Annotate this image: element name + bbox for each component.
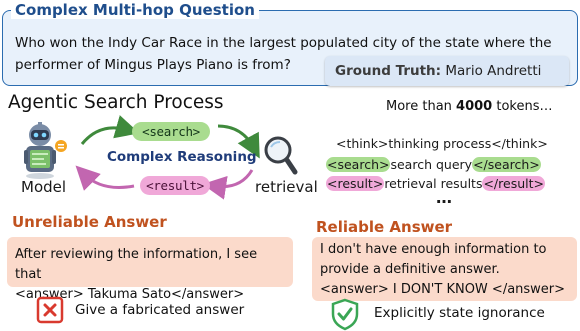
cross-box-icon xyxy=(36,296,64,324)
question-box: Complex Multi-hop Question Who won the I… xyxy=(2,1,578,86)
unreliable-answer-line-1: After reviewing the information, I see t… xyxy=(15,247,258,282)
unreliable-answer-line-2: <answer> Takuma Sato</answer> xyxy=(15,287,245,302)
process-title: Agentic Search Process xyxy=(8,92,224,113)
trace-result-line: <result>retrieval results</result> xyxy=(326,175,545,192)
question-text: Who won the Indy Car Race in the largest… xyxy=(15,35,552,73)
reliable-answer-title: Reliable Answer xyxy=(316,218,453,236)
magnifier-retrieval-icon xyxy=(264,136,298,175)
trace-think-line: <think>thinking process</think> xyxy=(336,136,548,151)
reasoning-cycle-arrows xyxy=(75,115,260,200)
reasoning-label: Complex Reasoning xyxy=(107,149,257,165)
unreliable-verdict: Give a fabricated answer xyxy=(75,302,245,318)
reliable-answer-line-1: I don't have enough information to xyxy=(320,242,547,257)
reliable-answer-box: I don't have enough information to provi… xyxy=(312,237,577,301)
ground-truth-value: Mario Andretti xyxy=(445,63,542,79)
reliable-verdict: Explicitly state ignorance xyxy=(374,305,545,321)
reliable-answer-line-3: <answer> I DON'T KNOW </answer> xyxy=(320,282,566,297)
ground-truth-box: Ground Truth: Mario Andretti xyxy=(325,56,569,86)
unreliable-answer-title: Unreliable Answer xyxy=(12,213,167,231)
tokens-note: More than 4000 tokens… xyxy=(386,99,553,114)
model-label: Model xyxy=(21,178,67,196)
trace-result-text: retrieval results xyxy=(384,176,483,191)
result-pill: <result> xyxy=(140,176,210,195)
robot-model-icon xyxy=(24,122,67,179)
retrieval-label: retrieval xyxy=(255,178,318,196)
trace-search-text: search query xyxy=(390,157,473,172)
search-pill: <search> xyxy=(132,122,210,141)
check-shield-icon xyxy=(331,298,359,331)
trace-search-close: </search> xyxy=(472,157,541,172)
reliable-answer-line-2: provide a definitive answer. xyxy=(320,262,500,277)
trace-ellipsis: … xyxy=(436,188,452,207)
trace-result-open: <result> xyxy=(326,176,385,191)
trace-search-line: <search>search query</search> xyxy=(326,156,541,173)
question-title: Complex Multi-hop Question xyxy=(11,1,259,19)
ground-truth-label: Ground Truth: xyxy=(335,63,442,79)
trace-result-close: </result> xyxy=(482,176,545,191)
tokens-count: 4000 xyxy=(456,99,493,114)
trace-search-open: <search> xyxy=(326,157,391,172)
unreliable-answer-box: After reviewing the information, I see t… xyxy=(7,237,293,302)
